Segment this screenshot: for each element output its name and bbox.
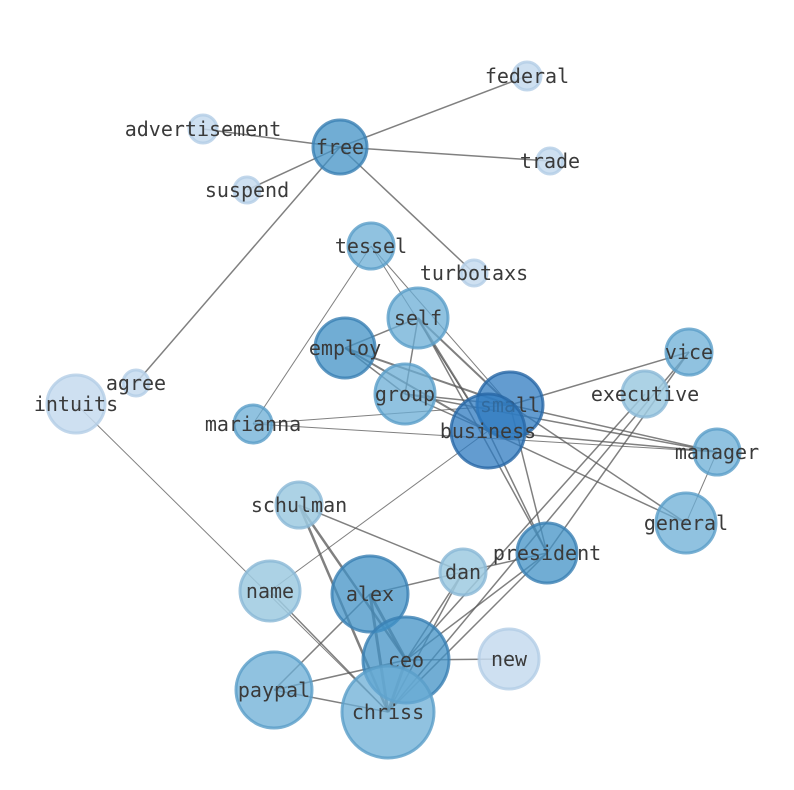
edge-free-trade: [339, 146, 551, 162]
node-circle-dan[interactable]: [438, 547, 488, 597]
node-general[interactable]: general: [644, 491, 728, 555]
node-circle-tessel[interactable]: [346, 221, 396, 271]
edge-group-manager: [404, 393, 718, 453]
node-free[interactable]: free: [311, 118, 369, 176]
node-intuits[interactable]: intuits: [34, 373, 118, 435]
node-federal[interactable]: federal: [485, 60, 569, 92]
node-circle-advertisement[interactable]: [187, 113, 219, 145]
node-chriss[interactable]: chriss: [340, 664, 436, 760]
node-circle-paypal[interactable]: [234, 650, 314, 730]
node-label-federal: federal: [485, 64, 569, 88]
node-advertisement[interactable]: advertisement: [125, 113, 282, 145]
node-alex[interactable]: alex: [330, 554, 410, 634]
node-group[interactable]: group: [373, 362, 437, 426]
node-turbotaxs[interactable]: turbotaxs: [420, 258, 528, 288]
node-name[interactable]: name: [238, 559, 302, 623]
node-label-schulman: schulman: [251, 493, 347, 517]
node-circle-name[interactable]: [238, 559, 302, 623]
node-label-president: president: [493, 541, 601, 565]
edge-small-general: [509, 404, 687, 524]
edge-business-name: [269, 430, 489, 592]
node-trade[interactable]: trade: [520, 146, 580, 176]
node-layer: federal advertisement free trade suspend tess…: [34, 60, 759, 760]
node-circle-alex[interactable]: [330, 554, 410, 634]
node-label-dan: dan: [445, 560, 481, 584]
node-label-alex: alex: [346, 582, 394, 606]
node-label-marianna: marianna: [205, 412, 301, 436]
node-label-suspend: suspend: [205, 178, 289, 202]
node-marianna[interactable]: marianna: [205, 403, 301, 445]
node-label-manager: manager: [675, 440, 759, 464]
node-agree[interactable]: agree: [106, 368, 166, 398]
node-circle-vice[interactable]: [664, 327, 714, 377]
node-president[interactable]: president: [493, 521, 601, 585]
edge-executive-ceo: [405, 393, 646, 661]
node-circle-trade[interactable]: [535, 146, 565, 176]
node-label-business: business: [440, 419, 536, 443]
node-label-group: group: [375, 382, 435, 406]
node-circle-marianna[interactable]: [232, 403, 274, 445]
node-circle-agree[interactable]: [121, 368, 151, 398]
node-label-intuits: intuits: [34, 392, 118, 416]
node-employ[interactable]: employ: [309, 316, 381, 380]
node-self[interactable]: self: [386, 286, 450, 350]
edge-free-turbotaxs: [339, 146, 475, 274]
node-circle-suspend[interactable]: [232, 175, 262, 205]
node-dan[interactable]: dan: [438, 547, 488, 597]
node-label-executive: executive: [591, 382, 699, 406]
node-manager[interactable]: manager: [675, 427, 759, 477]
node-label-chriss: chriss: [352, 700, 424, 724]
edge-intuits-chriss: [75, 403, 389, 713]
node-tessel[interactable]: tessel: [335, 221, 407, 271]
node-label-vice: vice: [665, 340, 713, 364]
node-label-new: new: [491, 647, 528, 671]
node-circle-free[interactable]: [311, 118, 369, 176]
node-schulman[interactable]: schulman: [251, 480, 347, 530]
edge-schulman-dan: [298, 504, 464, 573]
node-circle-intuits[interactable]: [45, 373, 107, 435]
node-suspend[interactable]: suspend: [205, 175, 289, 205]
node-circle-self[interactable]: [386, 286, 450, 350]
node-label-trade: trade: [520, 149, 580, 173]
node-circle-employ[interactable]: [313, 316, 377, 380]
node-paypal[interactable]: paypal: [234, 650, 314, 730]
edge-free-agree: [135, 146, 341, 384]
node-label-turbotaxs: turbotaxs: [420, 261, 528, 285]
edge-free-federal: [339, 75, 528, 148]
node-circle-president[interactable]: [515, 521, 579, 585]
node-circle-group[interactable]: [373, 362, 437, 426]
node-label-paypal: paypal: [238, 678, 310, 702]
node-circle-executive[interactable]: [620, 369, 670, 419]
node-business[interactable]: business: [440, 392, 536, 470]
node-label-advertisement: advertisement: [125, 117, 282, 141]
node-new[interactable]: new: [477, 627, 541, 691]
node-circle-federal[interactable]: [511, 60, 543, 92]
node-circle-chriss[interactable]: [340, 664, 436, 760]
node-circle-new[interactable]: [477, 627, 541, 691]
node-circle-turbotaxs[interactable]: [459, 258, 489, 288]
node-circle-manager[interactable]: [692, 427, 742, 477]
edge-tessel-marianna: [252, 245, 372, 425]
node-label-general: general: [644, 511, 728, 535]
node-label-self: self: [394, 306, 442, 330]
node-executive[interactable]: executive: [591, 369, 699, 419]
node-label-employ: employ: [309, 336, 381, 360]
node-circle-general[interactable]: [654, 491, 718, 555]
node-label-free: free: [316, 135, 364, 159]
node-vice[interactable]: vice: [664, 327, 714, 377]
node-circle-schulman[interactable]: [274, 480, 324, 530]
node-circle-business[interactable]: [449, 392, 527, 470]
node-label-name: name: [246, 579, 294, 603]
node-label-agree: agree: [106, 371, 166, 395]
node-label-tessel: tessel: [335, 234, 407, 258]
